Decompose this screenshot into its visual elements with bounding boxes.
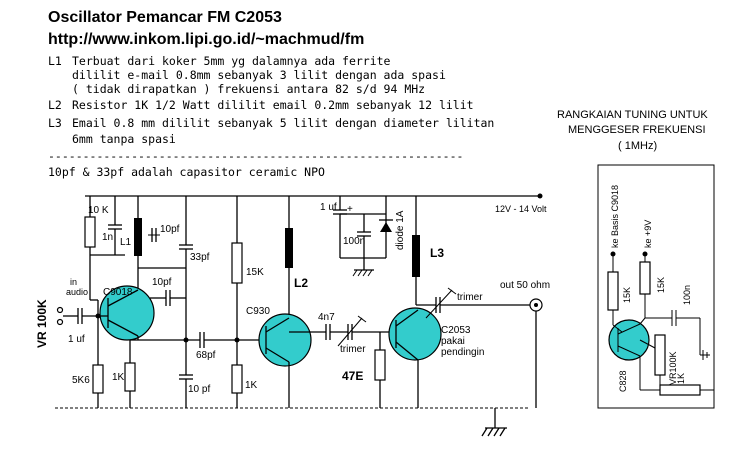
transistor-q2: [258, 313, 312, 367]
resistor-1k-b: [231, 364, 243, 394]
audio-input-terminal[interactable]: [56, 306, 64, 314]
capacitor-33pf-label: 33pf: [190, 252, 210, 263]
page-title: Oscillator Pemancar FM C2053: [48, 9, 282, 26]
capacitor-note: 10pf & 33pf adalah capasitor ceramic NPO: [48, 165, 325, 179]
capacitor-1n-label: 1n: [102, 232, 113, 243]
inset-frame: [597, 164, 715, 409]
inset-resistor-15k-b: [639, 261, 651, 295]
capacitor-10pf-top-label: 10pf: [160, 224, 180, 235]
capacitor-1uf-input-label: 1 uf: [68, 334, 85, 345]
trimmer-1-label: trimer: [340, 344, 366, 355]
inset-resistor-15k-a: [607, 271, 619, 311]
inset-q-label: C828: [618, 370, 628, 392]
resistor-10k-label: 10 K: [88, 205, 109, 216]
diode-1a: [380, 222, 392, 232]
supply-terminal: [537, 193, 543, 199]
inductor-l1: [134, 218, 142, 256]
inset-c100n-label: 100n: [682, 285, 692, 305]
transistor-q2-label: C930: [246, 306, 270, 317]
supply-label: 12V - 14 Volt: [495, 204, 547, 214]
inset-resistor-1k: [659, 384, 701, 396]
inductor-l1-label: L1: [120, 237, 132, 248]
output-label: out 50 ohm: [500, 280, 550, 291]
capacitor-10pf-mid-label: 10pf: [152, 277, 172, 288]
note-line: dililit e-mail 0.8mm sebanyak 3 lilit de…: [72, 68, 446, 82]
transistor-q1: [99, 285, 155, 341]
separator-line: ----------------------------------------…: [48, 149, 463, 163]
note-line: Terbuat dari koker 5mm yg dalamnya ada f…: [72, 54, 391, 68]
inset-r1k-label: 1K: [676, 373, 686, 384]
resistor-1k-b-label: 1K: [245, 380, 258, 391]
note-tag: L3: [48, 116, 62, 130]
ground-icon: [700, 350, 710, 360]
capacitor-plus-label: +: [347, 204, 353, 215]
audio-in-label-2: audio: [66, 287, 88, 297]
capacitor-68pf-label: 68pf: [196, 350, 216, 361]
resistor-10k: [84, 216, 96, 248]
inset-vr-label: VR100K: [668, 351, 678, 385]
capacitor-100n-label: 100n: [343, 236, 365, 247]
inset-vr-100k[interactable]: [654, 334, 666, 376]
transistor-q3-note-2: pendingin: [441, 347, 484, 358]
notes-block: L1 Terbuat dari koker 5mm yg dalamnya ad…: [48, 54, 494, 179]
audio-in-label-1: in: [70, 277, 77, 287]
vr-100k-label: VR 100K: [35, 299, 49, 348]
inductor-l2-label: L2: [294, 276, 308, 290]
trimmer-2-label: trimer: [457, 292, 483, 303]
inset-title-1: RANGKAIAN TUNING UNTUK: [557, 109, 708, 121]
note-line: Resistor 1K 1/2 Watt dililit email 0.2mm…: [72, 98, 474, 112]
resistor-1k-a-label: 1K: [112, 372, 125, 383]
inset-title-2: MENGGESER FREKUENSI: [568, 124, 706, 136]
inset-r15k-b-label: 15K: [656, 277, 666, 293]
inset-title-3: ( 1MHz): [618, 140, 657, 152]
ground-icon: [481, 427, 507, 437]
transistor-q3-label: C2053: [441, 325, 471, 336]
resistor-47e-label: 47E: [342, 369, 363, 383]
capacitor-10pf-bot-label: 10 pf: [188, 384, 210, 395]
inductor-l2: [285, 228, 293, 268]
transistor-q3-note-1: pakai: [441, 336, 465, 347]
resistor-47e: [374, 349, 386, 381]
inductor-l3: [412, 235, 420, 277]
note-tag: L1: [48, 54, 62, 68]
capacitor-1uf-top-label: 1 uf: [320, 202, 337, 213]
note-line: Email 0.8 mm dililit sebanyak 5 lilit de…: [72, 116, 494, 130]
transistor-q3: [388, 307, 442, 361]
inductor-l3-label: L3: [430, 246, 444, 260]
transistor-q1-label: C9018: [103, 287, 133, 298]
resistor-15k: [231, 242, 243, 284]
note-line: ( tidak dirapatkan ) frekuensi antara 82…: [72, 82, 425, 96]
inset-ke-basis-label: ke Basis C9018: [610, 185, 620, 248]
inset-ke-9v-label: ke +9V: [643, 220, 653, 248]
capacitor-4n7-label: 4n7: [318, 312, 335, 323]
note-tag: L2: [48, 98, 62, 112]
resistor-5k6-label: 5K6: [72, 375, 90, 386]
resistor-5k6: [92, 364, 104, 394]
resistor-1k-a: [124, 362, 136, 392]
resistor-15k-label: 15K: [246, 267, 264, 278]
page-url: http://www.inkom.lipi.go.id/~machmud/fm: [48, 31, 364, 48]
note-line: 6mm tanpa spasi: [72, 132, 176, 146]
diode-label: diode 1A: [395, 210, 406, 250]
ground-icon: [352, 269, 374, 277]
inset-r15k-a-label: 15K: [622, 287, 632, 303]
